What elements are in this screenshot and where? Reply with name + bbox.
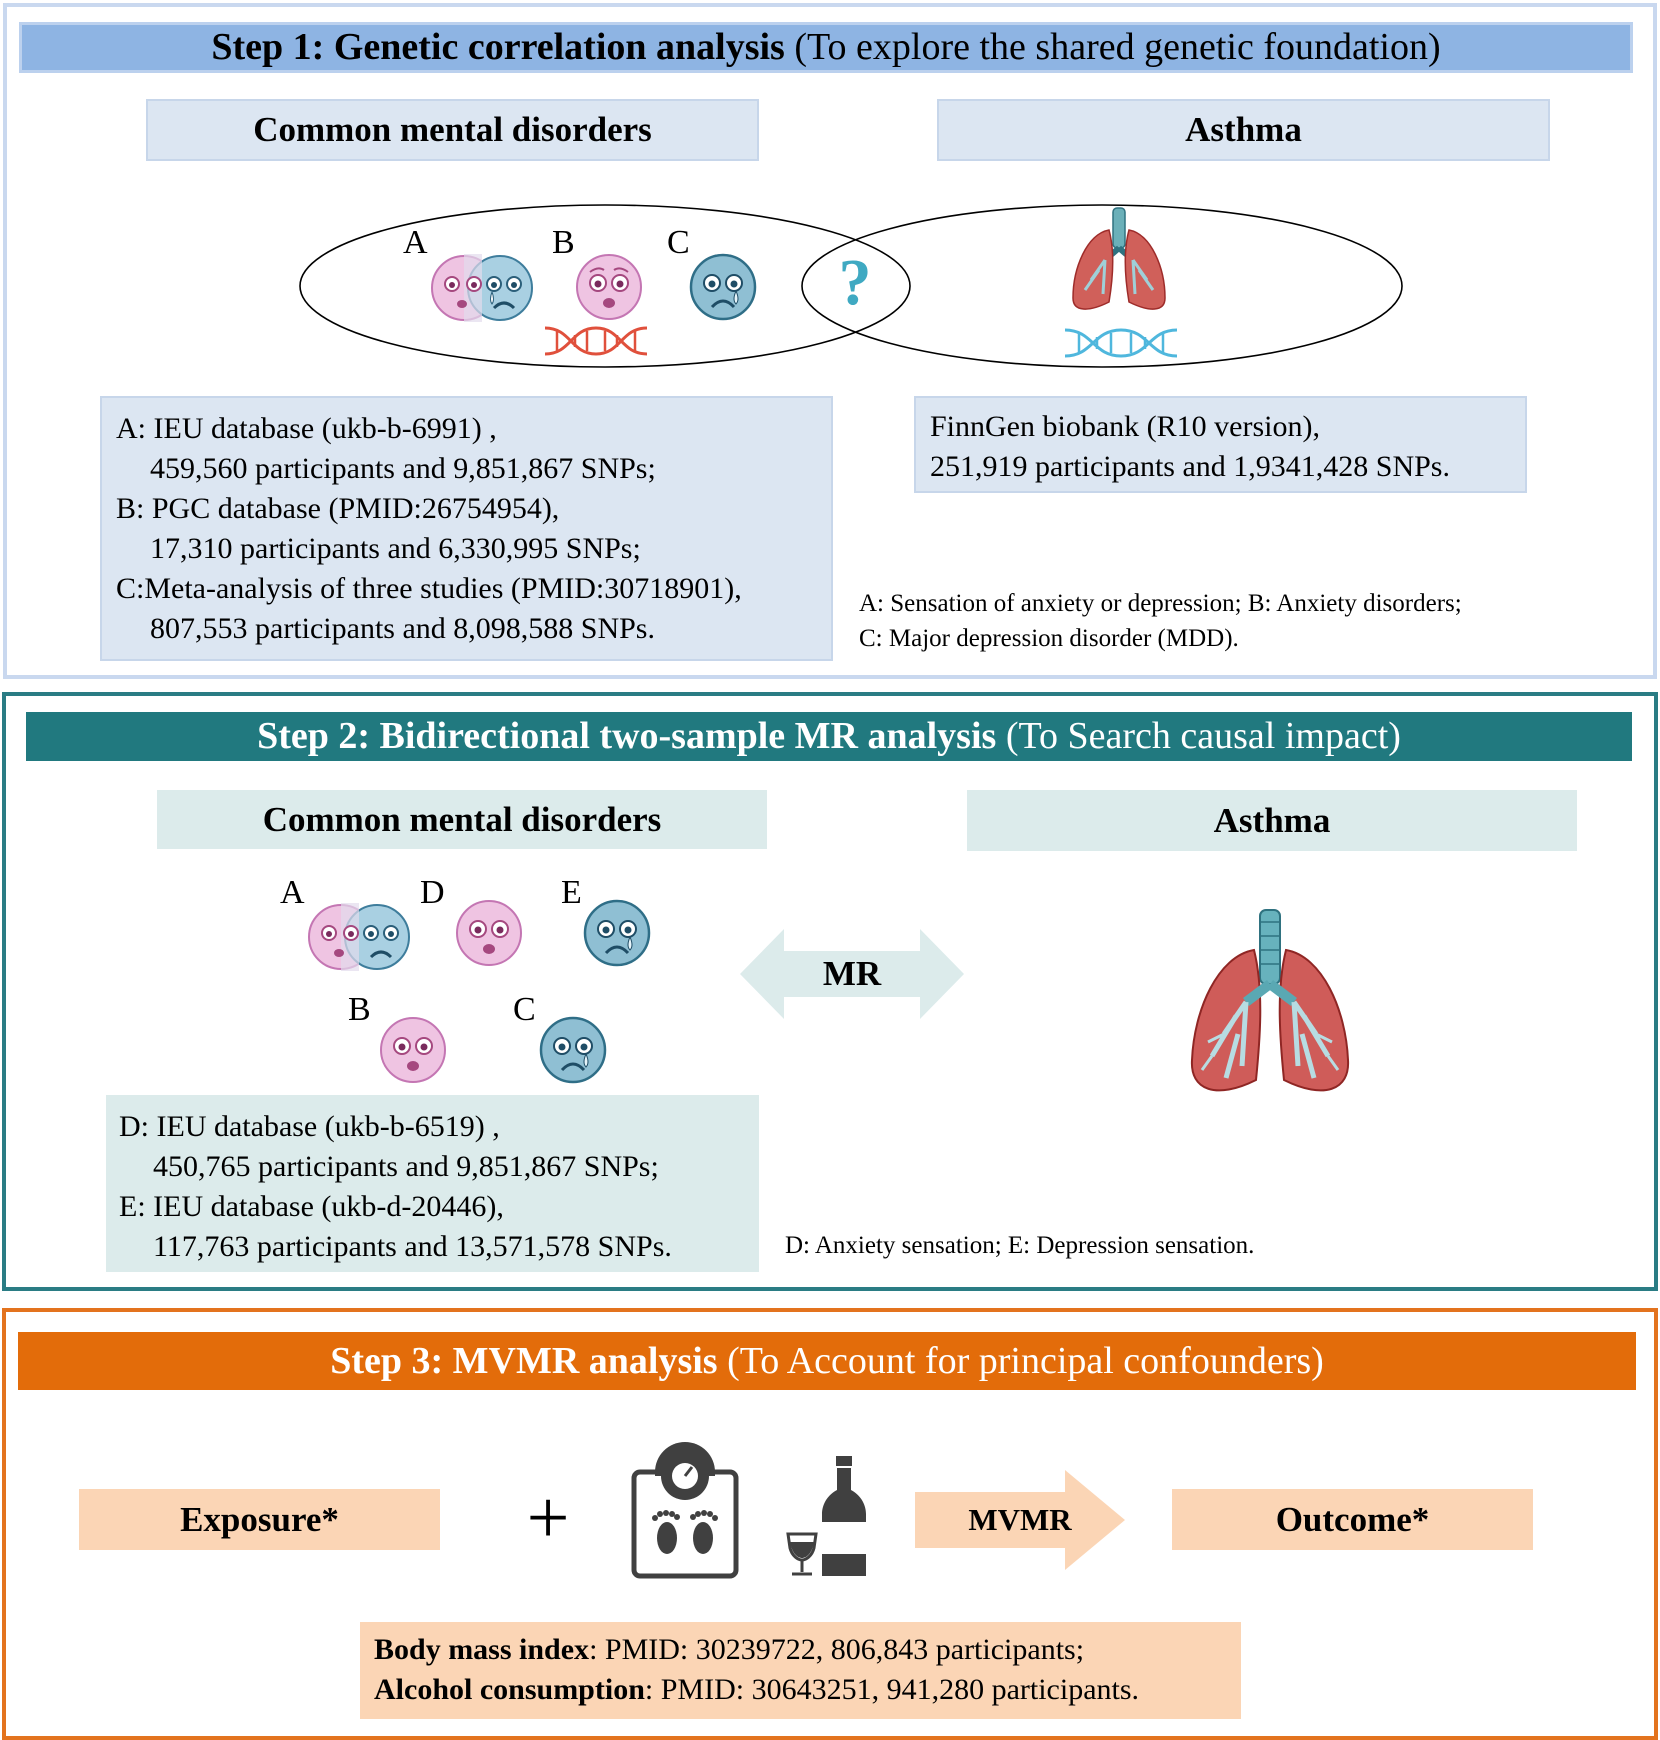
mvmr-label: MVMR — [968, 1502, 1072, 1537]
confounder-line: Alcohol consumption: PMID: 30643251, 941… — [374, 1670, 1241, 1710]
step2-letter-b: B — [348, 991, 371, 1028]
anxious-face-icon — [456, 900, 522, 966]
step3-info: Body mass index: PMID: 30239722, 806,843… — [360, 1622, 1241, 1719]
step1-right-label: Asthma — [937, 99, 1550, 161]
legend-line: C: Major depression disorder (MDD). — [859, 625, 1239, 652]
info-line: 17,310 participants and 6,330,995 SNPs; — [150, 532, 641, 565]
question-mark: ? — [838, 246, 872, 319]
step1-legend: A: Sensation of anxiety or depression; B… — [859, 586, 1462, 656]
step3-title-rest: (To Account for principal confounders) — [717, 1340, 1324, 1382]
step1-title-bold: Step 1: Genetic correlation analysis — [211, 26, 785, 68]
confounder-name: Body mass index — [374, 1633, 590, 1666]
info-line: FinnGen biobank (R10 version), — [930, 410, 1320, 443]
info-line: 459,560 participants and 9,851,867 SNPs; — [150, 452, 656, 485]
venn-left-ellipse — [299, 204, 911, 368]
step3-banner: Step 3: MVMR analysis (To Account for pr… — [18, 1332, 1636, 1390]
wine-bottle-icon — [786, 1456, 866, 1576]
sad-face-icon — [689, 253, 757, 321]
info-line: 807,553 participants and 8,098,588 SNPs. — [150, 612, 655, 645]
step2-left-label: Common mental disorders — [157, 790, 767, 849]
step1-title-rest: (To explore the shared genetic foundatio… — [784, 26, 1441, 68]
step2-banner: Step 2: Bidirectional two-sample MR anal… — [26, 712, 1632, 761]
step2-title-rest: (To Search causal impact) — [996, 715, 1401, 757]
dna-icon — [544, 326, 648, 356]
lungs-icon — [1190, 909, 1350, 1092]
step1-banner: Step 1: Genetic correlation analysis (To… — [19, 22, 1633, 73]
step2-letter-c: C — [513, 991, 536, 1028]
info-line: 251,919 participants and 1,9341,428 SNPs… — [930, 450, 1450, 483]
step2-title-bold: Step 2: Bidirectional two-sample MR anal… — [257, 715, 997, 757]
step2-right-label: Asthma — [967, 790, 1577, 851]
mvmr-arrow-icon — [915, 1470, 1125, 1570]
step1-left-info: A: IEU database (ukb-b-6991) , 459,560 p… — [100, 396, 833, 661]
step2-left-info: D: IEU database (ukb-b-6519) , 450,765 p… — [106, 1095, 759, 1272]
confounder-detail: : PMID: 30643251, 941,280 participants. — [644, 1673, 1140, 1706]
step3-title-bold: Step 3: MVMR analysis — [330, 1340, 718, 1382]
step1-left-label: Common mental disorders — [146, 99, 759, 161]
exposure-box: Exposure* — [79, 1489, 440, 1550]
venn-diagram — [299, 204, 1403, 368]
step1-letter-c: C — [667, 224, 690, 261]
legend-line: A: Sensation of anxiety or depression; B… — [859, 590, 1462, 617]
plus-sign: + — [526, 1476, 570, 1560]
step1-letter-b: B — [552, 224, 575, 261]
sad-face-icon — [583, 899, 651, 967]
dna-icon — [1064, 328, 1178, 358]
step1-letter-a: A — [403, 224, 428, 261]
anxious-face-icon — [576, 254, 642, 320]
confounder-name: Alcohol consumption — [374, 1673, 645, 1706]
venn-right-ellipse — [801, 204, 1403, 368]
step1-right-info: FinnGen biobank (R10 version), 251,919 p… — [914, 396, 1527, 493]
confounder-line: Body mass index: PMID: 30239722, 806,843… — [374, 1630, 1241, 1670]
step2-letter-e: E — [561, 874, 582, 911]
lungs-icon — [1072, 207, 1166, 310]
step2-legend: D: Anxiety sensation; E: Depression sens… — [785, 1232, 1255, 1259]
split-face-icon — [431, 254, 533, 322]
confounder-detail: : PMID: 30239722, 806,843 participants; — [589, 1633, 1085, 1666]
anxious-face-icon — [380, 1017, 446, 1083]
info-line: 450,765 participants and 9,851,867 SNPs; — [153, 1150, 659, 1183]
info-line: D: IEU database (ukb-b-6519) , — [119, 1110, 500, 1143]
mr-label: MR — [822, 954, 882, 993]
info-line: C:Meta-analysis of three studies (PMID:3… — [116, 572, 742, 605]
info-line: E: IEU database (ukb-d-20446), — [119, 1190, 504, 1223]
info-line: 117,763 participants and 13,571,578 SNPs… — [153, 1230, 672, 1263]
info-line: A: IEU database (ukb-b-6991) , — [116, 412, 497, 445]
scale-icon — [631, 1442, 739, 1579]
outcome-box: Outcome* — [1172, 1489, 1533, 1550]
step2-letter-a: A — [280, 874, 305, 911]
split-face-icon — [308, 903, 410, 971]
step2-letter-d: D — [420, 874, 445, 911]
double-arrow-icon — [740, 929, 964, 1019]
sad-face-icon — [539, 1016, 607, 1084]
info-line: B: PGC database (PMID:26754954), — [116, 492, 560, 525]
